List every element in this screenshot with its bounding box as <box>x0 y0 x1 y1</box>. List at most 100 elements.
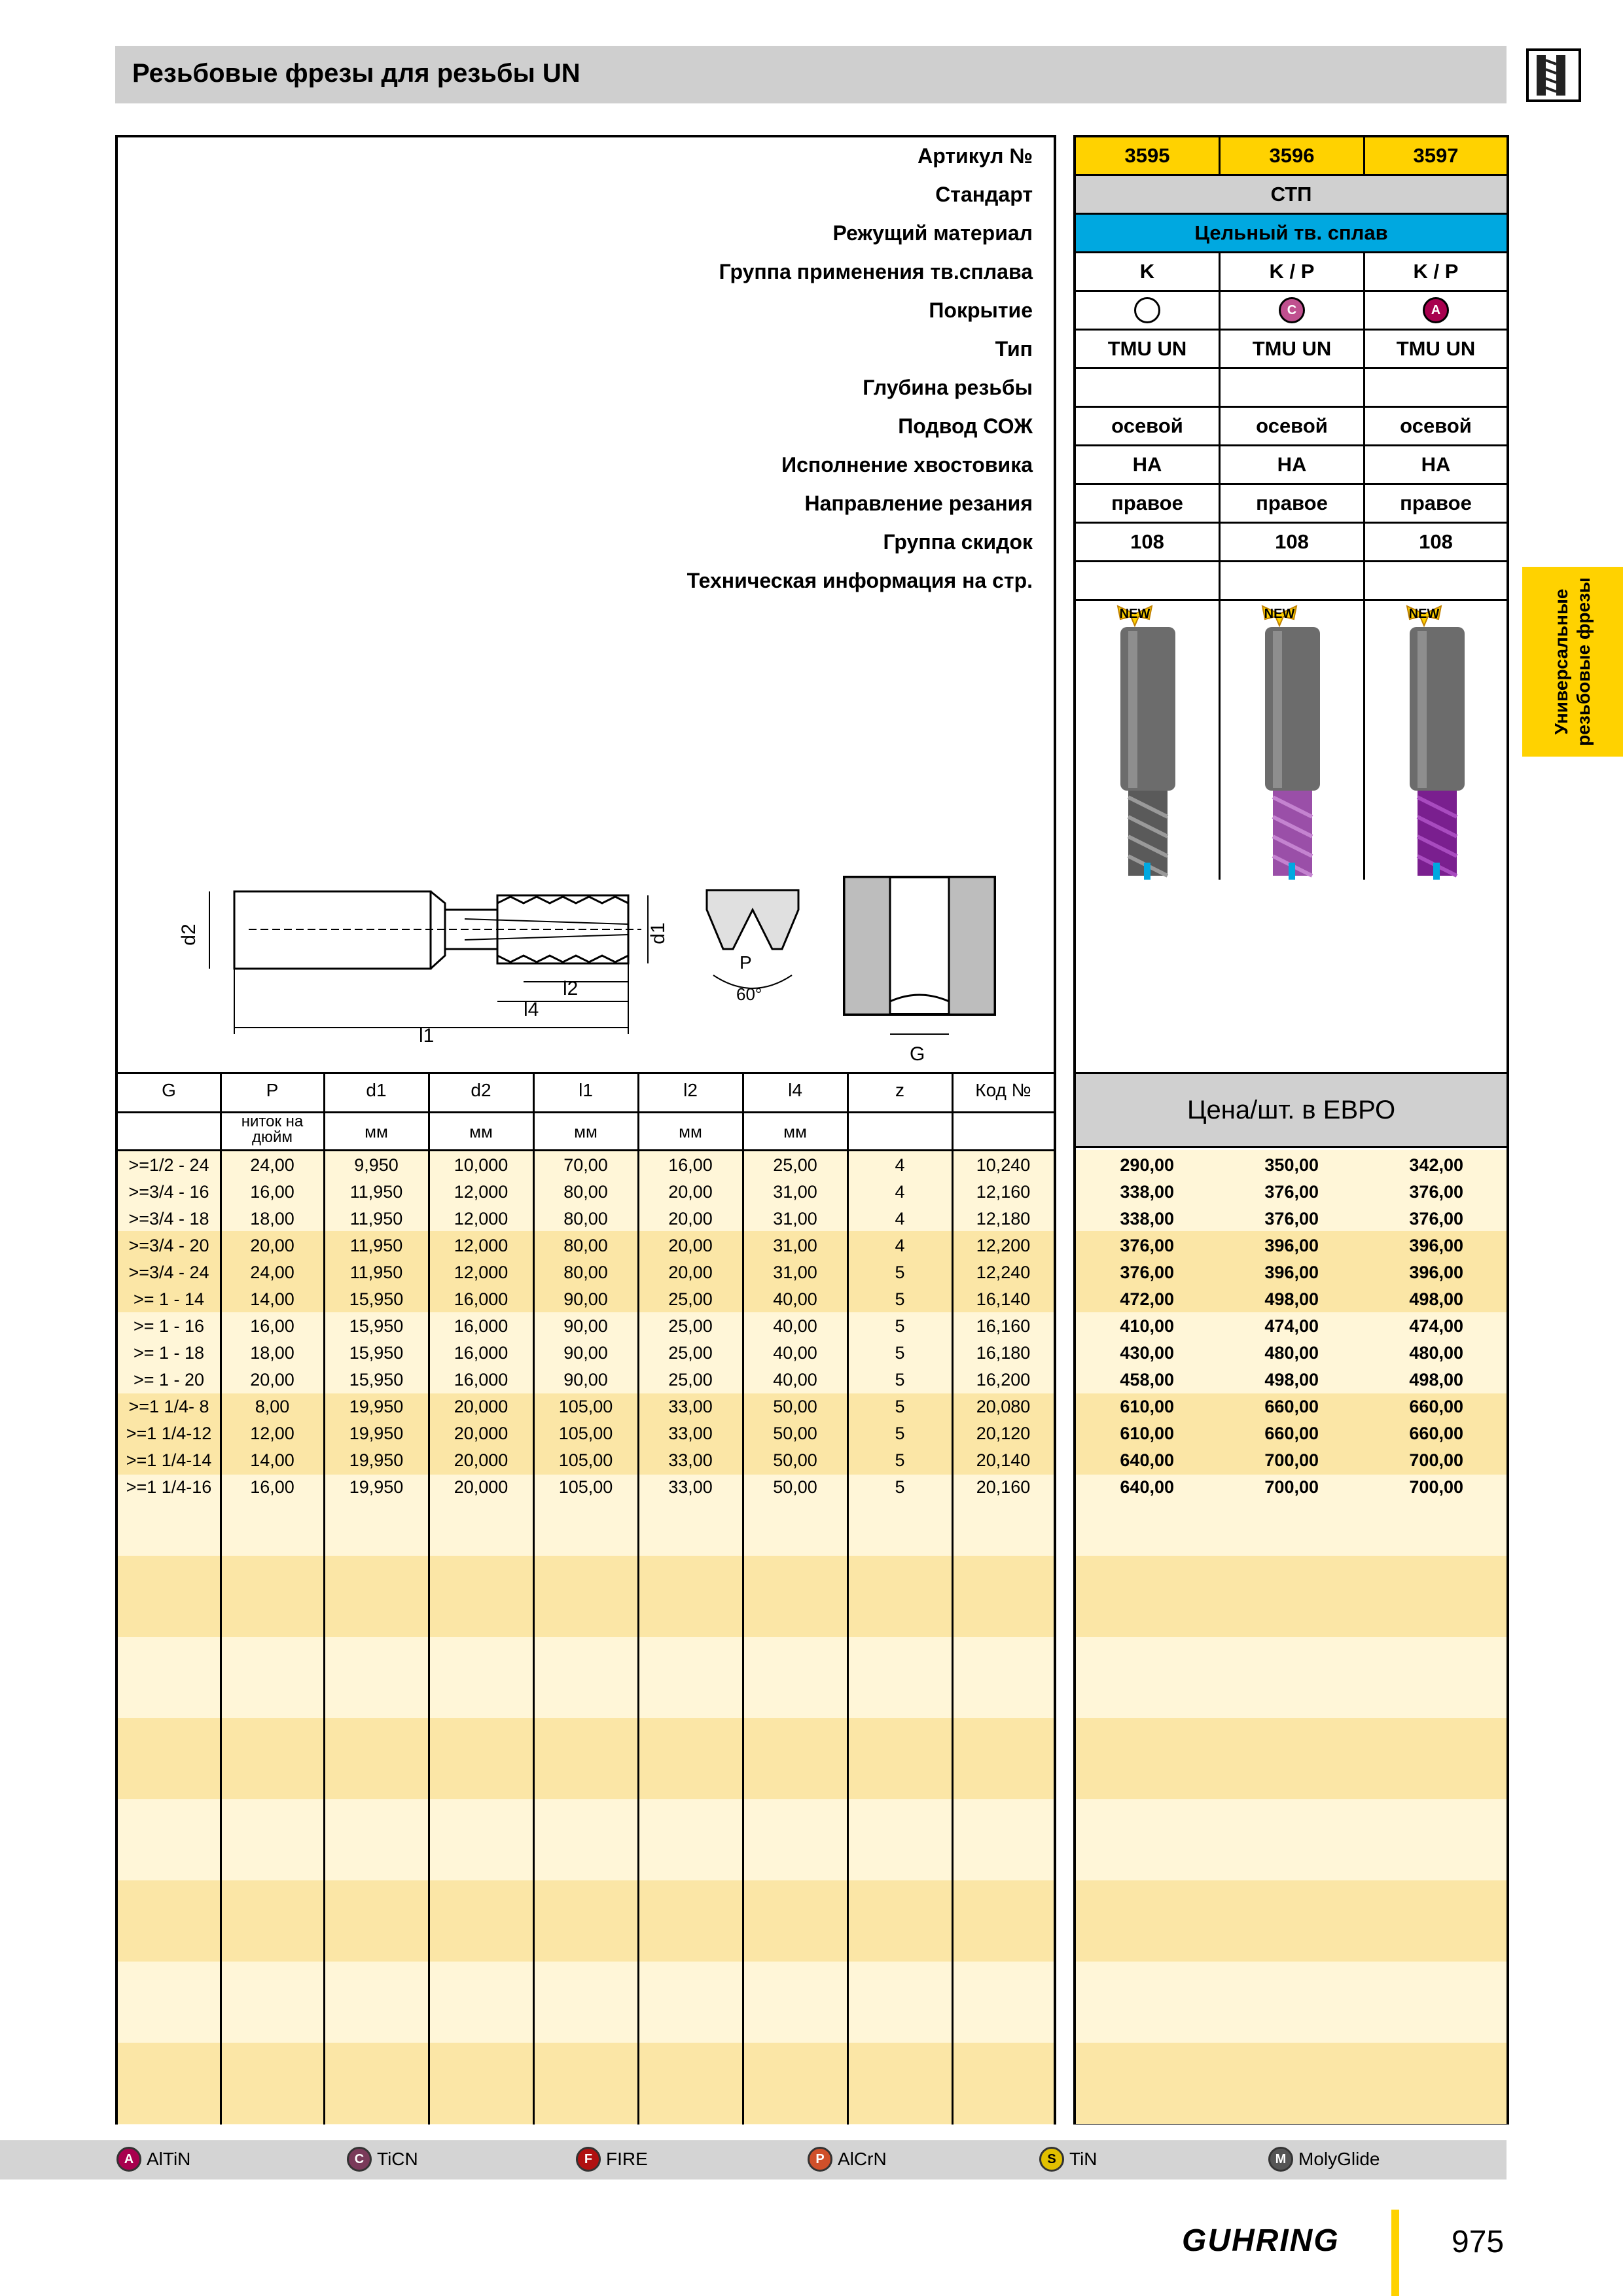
cell-p: 18,00 <box>250 1209 294 1229</box>
thread-mill-icon <box>1526 48 1581 102</box>
tool-dimension-drawing: d2 d1 l2 l4 l1 <box>178 890 669 1047</box>
cell-d2: 20,000 <box>454 1477 508 1497</box>
cell-d1: 9,950 <box>354 1155 399 1175</box>
shank-3595: HA <box>1076 446 1221 485</box>
cell-l2: 20,00 <box>668 1209 713 1229</box>
cell-g: >=1 1/4-12 <box>126 1424 212 1443</box>
cell-l2: 20,00 <box>668 1236 713 1255</box>
alcrn-icon: P <box>808 2147 832 2172</box>
cell-d2: 16,000 <box>454 1289 508 1309</box>
cell-z: 5 <box>895 1450 905 1470</box>
cell-code: 20,160 <box>976 1477 1031 1497</box>
cell-g: >=3/4 - 24 <box>128 1263 209 1282</box>
cell-l4: 31,00 <box>773 1236 817 1255</box>
price-3595: 610,00 <box>1120 1397 1174 1416</box>
price-3597: 660,00 <box>1409 1397 1463 1416</box>
direction-3596: правое <box>1221 485 1365 524</box>
cell-p: 18,00 <box>250 1343 294 1363</box>
spec-label-carbide-group: Группа применения тв.сплава <box>719 260 1033 283</box>
techinfo-3597[interactable] <box>1365 562 1507 601</box>
price-3596: 396,00 <box>1264 1263 1319 1282</box>
cell-g: >= 1 - 18 <box>133 1343 205 1363</box>
cell-code: 16,180 <box>976 1343 1031 1363</box>
cell-l2: 20,00 <box>668 1263 713 1282</box>
cell-d2: 16,000 <box>454 1370 508 1390</box>
price-3596: 498,00 <box>1264 1370 1319 1390</box>
col-header-z: z <box>895 1080 904 1100</box>
cell-code: 20,080 <box>976 1397 1031 1416</box>
price-3596: 474,00 <box>1264 1316 1319 1336</box>
type-3596: TMU UN <box>1221 331 1365 369</box>
cell-l4: 50,00 <box>773 1424 817 1443</box>
discount-3596: 108 <box>1221 524 1365 562</box>
ticn-coating-icon: C <box>1279 297 1305 323</box>
cell-d1: 19,950 <box>349 1477 404 1497</box>
article-3595[interactable]: 3595 <box>1076 137 1221 176</box>
price-3597: 474,00 <box>1409 1316 1463 1336</box>
article-3596[interactable]: 3596 <box>1221 137 1365 176</box>
price-3595: 290,00 <box>1120 1155 1174 1175</box>
techinfo-3596[interactable] <box>1221 562 1365 601</box>
hole-section-drawing: G <box>843 876 996 1065</box>
cell-d2: 12,000 <box>454 1263 508 1282</box>
cell-p: 24,00 <box>250 1263 294 1282</box>
cell-z: 5 <box>895 1343 905 1363</box>
cell-g: >= 1 - 20 <box>133 1370 205 1390</box>
spec-label-type: Тип <box>995 337 1033 361</box>
coolant-3595: осевой <box>1076 408 1221 446</box>
dim-l2-label: l2 <box>563 978 578 999</box>
cell-code: 20,140 <box>976 1450 1031 1470</box>
cell-p: 16,00 <box>250 1182 294 1202</box>
group-3595: K <box>1076 253 1221 292</box>
depth-3596 <box>1221 369 1365 408</box>
thread-angle-label: 60° <box>736 984 762 1004</box>
cell-l1: 105,00 <box>558 1450 613 1470</box>
price-3597: 376,00 <box>1409 1182 1463 1202</box>
cell-z: 5 <box>895 1397 905 1416</box>
price-3595: 610,00 <box>1120 1424 1174 1443</box>
price-3596: 498,00 <box>1264 1289 1319 1309</box>
spec-label-material: Режущий материал <box>832 221 1033 245</box>
price-3595: 640,00 <box>1120 1450 1174 1470</box>
section-tab[interactable]: Универсальные резьбовые фрезы <box>1522 567 1623 757</box>
page-title: Резьбовые фрезы для резьбы UN <box>132 59 580 88</box>
techinfo-3595[interactable] <box>1076 562 1221 601</box>
fire-icon: F <box>576 2147 601 2172</box>
cell-l4: 31,00 <box>773 1209 817 1229</box>
price-3597: 342,00 <box>1409 1155 1463 1175</box>
price-3596: 700,00 <box>1264 1477 1319 1497</box>
cell-l4: 25,00 <box>773 1155 817 1175</box>
spec-label-shank: Исполнение хвостовика <box>781 453 1033 476</box>
cell-l1: 90,00 <box>563 1316 608 1336</box>
cell-l4: 50,00 <box>773 1397 817 1416</box>
coolant-3597: осевой <box>1365 408 1507 446</box>
cell-l2: 25,00 <box>668 1316 713 1336</box>
cell-code: 12,200 <box>976 1236 1031 1255</box>
cell-z: 5 <box>895 1263 905 1282</box>
cell-l1: 105,00 <box>558 1424 613 1443</box>
cell-code: 12,160 <box>976 1182 1031 1202</box>
cell-l4: 50,00 <box>773 1450 817 1470</box>
article-3597[interactable]: 3597 <box>1365 137 1507 176</box>
unit-l1: мм <box>574 1122 597 1141</box>
price-3597: 498,00 <box>1409 1370 1463 1390</box>
shank-3597: HA <box>1365 446 1507 485</box>
spec-label-direction: Направление резания <box>804 492 1033 515</box>
legend-alcrn: P AlCrN <box>808 2147 887 2172</box>
cell-l1: 80,00 <box>563 1236 608 1255</box>
unit-l4: мм <box>783 1122 807 1141</box>
direction-3595: правое <box>1076 485 1221 524</box>
legend-altin-label: AlTiN <box>147 2149 191 2169</box>
tool-image-3597: NEW <box>1406 605 1465 880</box>
price-3597: 396,00 <box>1409 1236 1463 1255</box>
